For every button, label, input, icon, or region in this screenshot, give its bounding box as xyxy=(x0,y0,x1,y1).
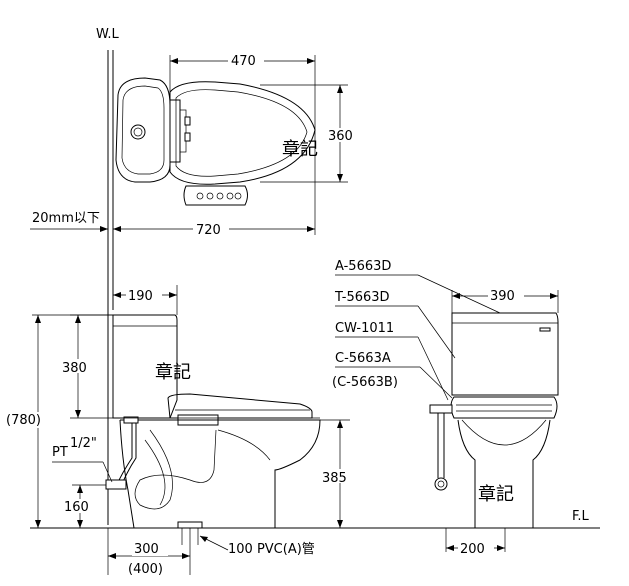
svg-text:385: 385 xyxy=(322,471,347,486)
dim-wall-gap: 20mm以下 xyxy=(30,211,108,232)
dim-tank-height: 380 xyxy=(60,314,168,419)
svg-text:(780): (780) xyxy=(6,413,41,428)
part-number-a: A-5663D xyxy=(335,259,391,274)
dim-tank-depth: 190 xyxy=(113,285,178,315)
svg-text:160: 160 xyxy=(64,500,89,515)
svg-text:(400): (400) xyxy=(128,562,163,577)
svg-text:1/2": 1/2" xyxy=(70,436,97,451)
svg-text:200: 200 xyxy=(460,542,485,557)
svg-text:PT: PT xyxy=(52,445,68,460)
svg-text:190: 190 xyxy=(128,289,153,304)
side-view: 章記 xyxy=(105,314,321,545)
side-view-stamp: 章記 xyxy=(155,362,191,383)
svg-text:20mm以下: 20mm以下 xyxy=(32,211,100,226)
front-view: 章記 xyxy=(429,312,559,528)
dim-rough-in: 300 (400) xyxy=(107,528,191,577)
svg-text:720: 720 xyxy=(196,223,221,238)
part-number-t: T-5663D xyxy=(334,290,390,305)
floor-line-label: F.L xyxy=(572,509,590,524)
svg-text:380: 380 xyxy=(62,361,87,376)
pt-callout: PT 1/2" xyxy=(52,436,113,483)
svg-text:360: 360 xyxy=(328,129,353,144)
top-view-stamp: 章記 xyxy=(282,139,318,160)
dim-seat-width: 360 xyxy=(260,84,361,183)
svg-text:300: 300 xyxy=(134,542,159,557)
drain-pipe-callout: 100 PVC(A)管 xyxy=(199,535,315,557)
part-number-cw: CW-1011 xyxy=(335,321,394,336)
wall-line-label: W.L xyxy=(96,27,119,42)
front-view-stamp: 章記 xyxy=(478,484,514,505)
dim-seat-height: 385 xyxy=(320,419,356,528)
part-number-c-alt: (C-5663B) xyxy=(332,375,398,390)
dim-overall-length: 720 xyxy=(113,130,316,238)
top-view: 章記 xyxy=(115,77,318,206)
dim-total-height: (780) xyxy=(4,314,113,528)
svg-text:390: 390 xyxy=(490,289,515,304)
part-number-callouts: A-5663D T-5663D CW-1011 C-5663A (C-5663B… xyxy=(332,259,501,401)
dim-supply-offset: 200 xyxy=(445,528,506,557)
svg-text:100 PVC(A)管: 100 PVC(A)管 xyxy=(228,542,315,557)
dim-seat-length: 470 xyxy=(169,52,316,130)
dim-supply-height: 160 xyxy=(62,484,106,528)
dim-front-width: 390 xyxy=(451,288,559,313)
svg-text:470: 470 xyxy=(231,54,256,69)
part-number-c: C-5663A xyxy=(335,351,391,366)
